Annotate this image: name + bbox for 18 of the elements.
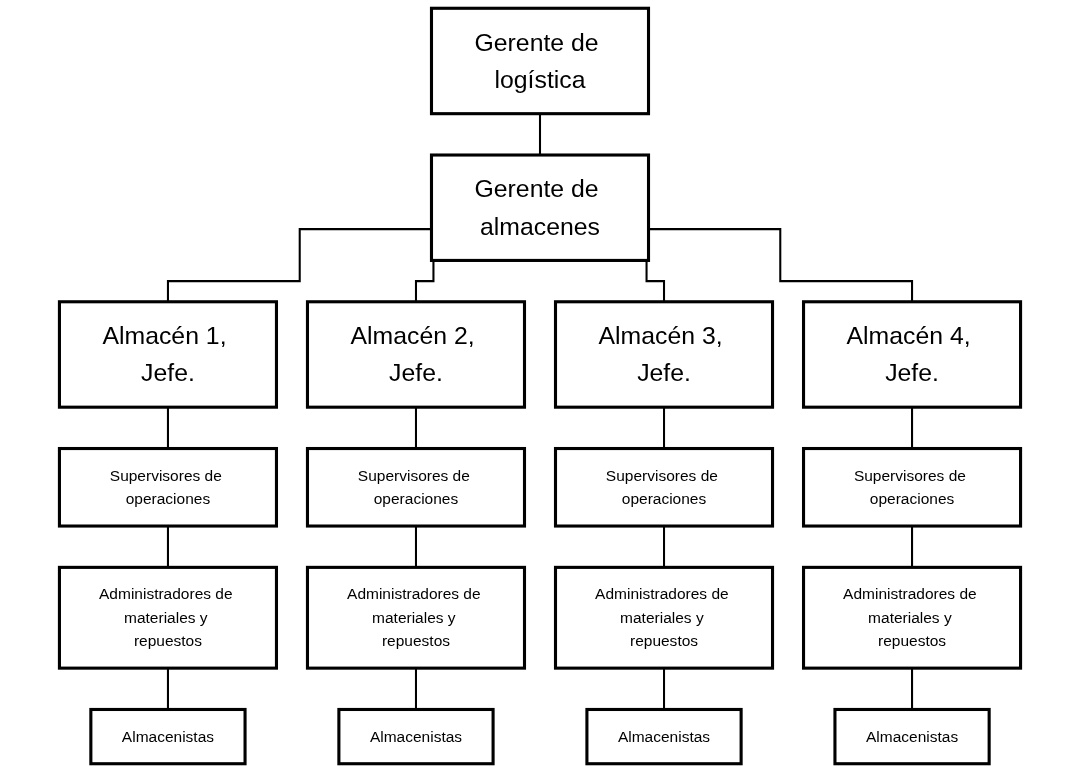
node-box: Almacén 1, Jefe. xyxy=(57,300,279,409)
node-box: Supervisores de operaciones xyxy=(57,446,279,528)
node-box: Almacenistas xyxy=(833,707,991,766)
node-box: Almacenistas xyxy=(89,707,247,766)
node-box: Administradores de materiales y repuestos xyxy=(57,565,279,670)
node-box: Supervisores de operaciones xyxy=(553,446,775,528)
node-box: Supervisores de operaciones xyxy=(305,446,527,528)
node-box: Almacenistas xyxy=(585,707,743,766)
node-box: Gerente de almacenes xyxy=(429,153,651,262)
node-box: Almacén 3, Jefe. xyxy=(553,300,775,409)
node-box: Administradores de materiales y repuestos xyxy=(553,565,775,670)
node-box: Administradores de materiales y repuestos xyxy=(802,565,1023,670)
node-box: Administradores de materiales y repuestos xyxy=(305,565,527,670)
node-box: Gerente de logística xyxy=(429,6,651,116)
node-box: Almacén 4, Jefe. xyxy=(802,300,1023,409)
node-box: Almacén 2, Jefe. xyxy=(305,300,527,409)
node-box: Almacenistas xyxy=(337,707,495,766)
node-box: Supervisores de operaciones xyxy=(802,446,1023,528)
